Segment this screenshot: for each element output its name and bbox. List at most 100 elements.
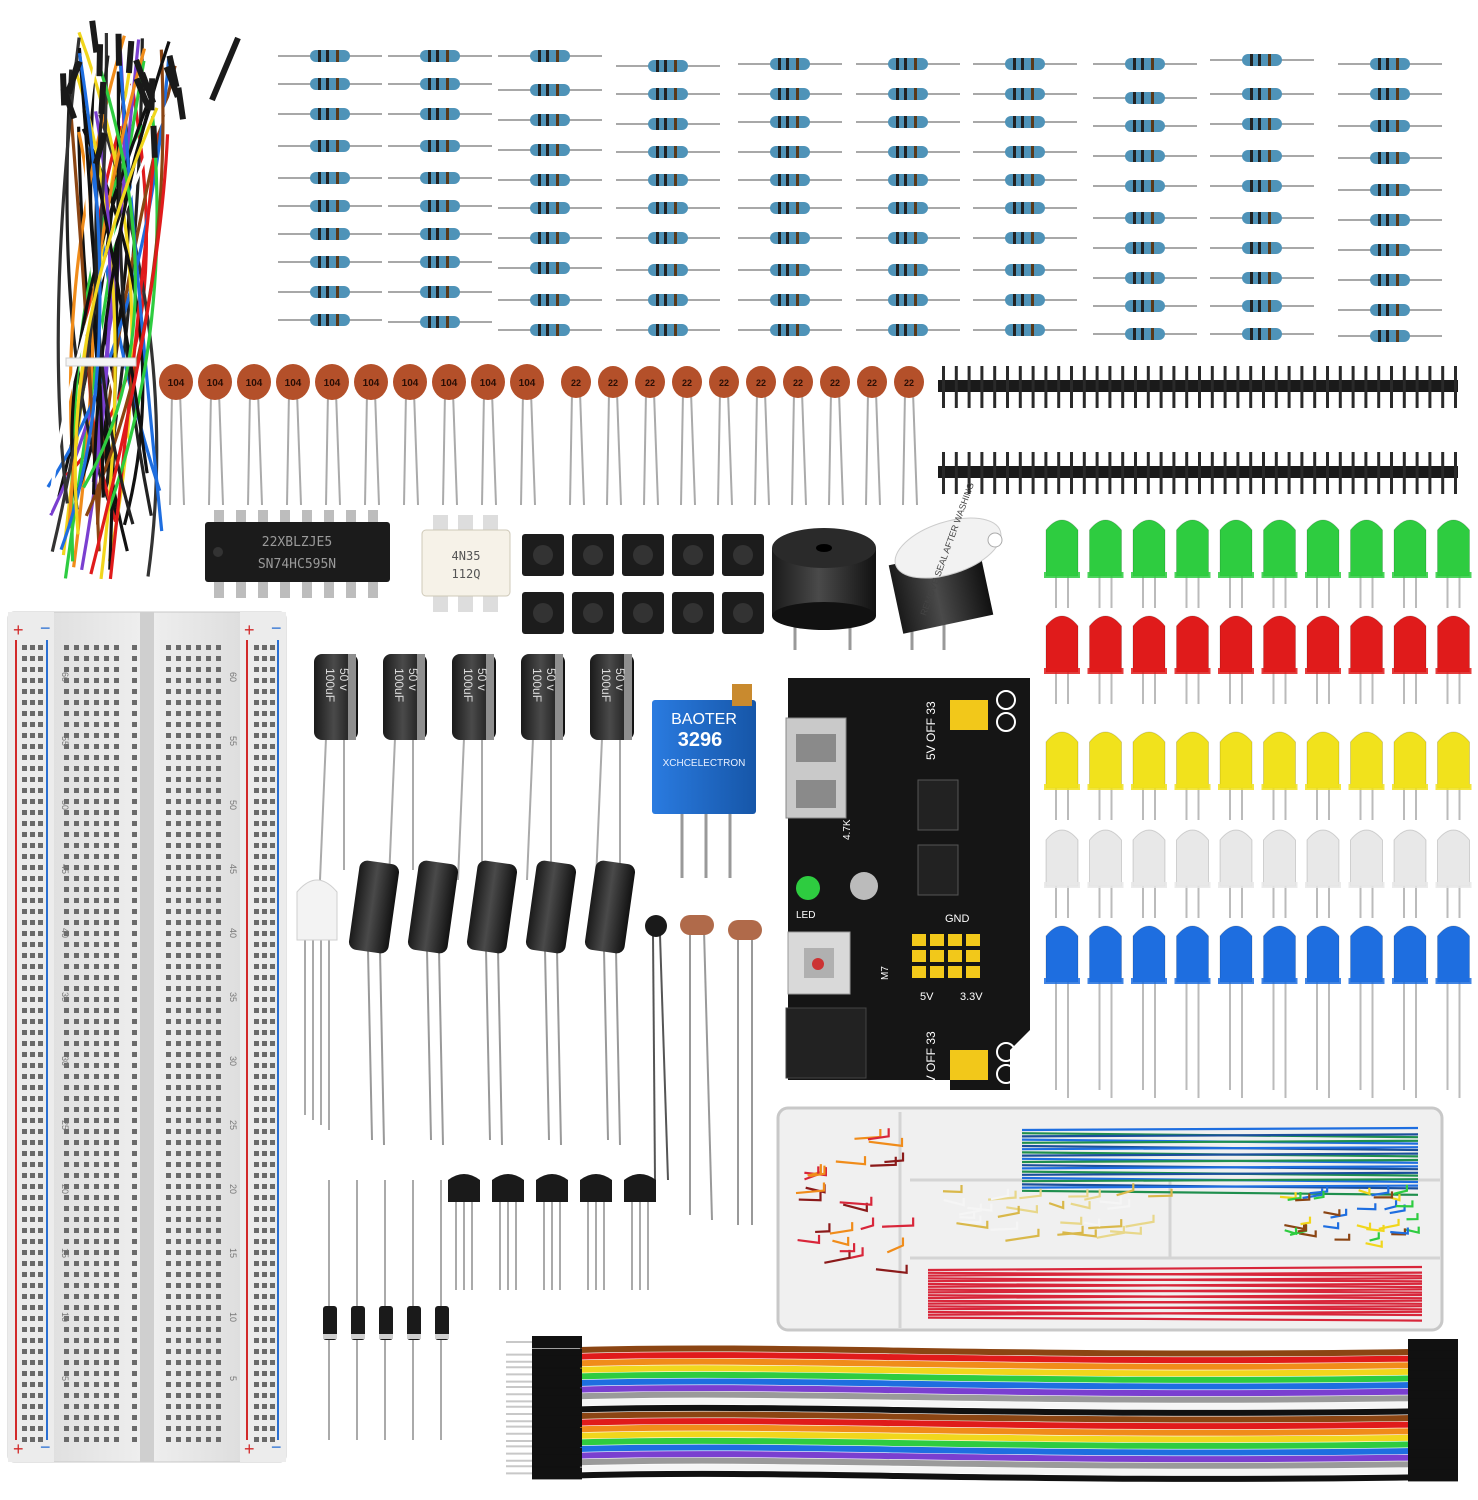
psu-resistor-label: 4.7K — [842, 819, 853, 840]
breadboard-hole — [262, 678, 267, 683]
breadboard-hole — [38, 1096, 43, 1101]
resistor-band — [1396, 58, 1399, 70]
breadboard-hole — [166, 1162, 171, 1167]
breadboard-hole — [216, 1404, 221, 1409]
resistor — [1005, 264, 1045, 276]
breadboard-hole — [30, 1074, 35, 1079]
breadboard-hole — [254, 997, 259, 1002]
breadboard-hole — [84, 788, 89, 793]
led-white — [1045, 829, 1079, 887]
breadboard-hole — [84, 656, 89, 661]
breadboard-hole — [74, 1195, 79, 1200]
breadboard-hole — [254, 975, 259, 980]
breadboard-hole — [22, 1382, 27, 1387]
resistor-band — [896, 58, 899, 70]
breadboard-hole — [196, 1327, 201, 1332]
resistor — [1370, 58, 1410, 70]
breadboard-hole — [30, 1349, 35, 1354]
breadboard-hole — [132, 1404, 137, 1409]
breadboard-hole — [206, 1074, 211, 1079]
breadboard-hole — [104, 700, 109, 705]
wire-short — [1356, 1203, 1377, 1211]
resistor-band — [1031, 174, 1034, 186]
breadboard-hole — [132, 1283, 137, 1288]
breadboard-hole — [262, 1338, 267, 1343]
breadboard-hole — [114, 1272, 119, 1277]
breadboard-hole — [176, 1305, 181, 1310]
breadboard-hole — [84, 1360, 89, 1365]
breadboard-hole — [74, 887, 79, 892]
dupont-connector — [532, 1355, 582, 1368]
breadboard-hole — [270, 832, 275, 837]
psu-33v-label: 3.3V — [960, 991, 983, 1003]
resistor-band — [428, 228, 431, 240]
resistor — [530, 262, 570, 274]
dupont-connector — [1408, 1398, 1458, 1411]
wire-short — [835, 1156, 867, 1166]
breadboard-hole — [254, 821, 259, 826]
resistor — [1242, 300, 1282, 312]
breadboard-hole — [104, 975, 109, 980]
breadboard-hole — [216, 909, 221, 914]
breadboard-hole — [262, 1063, 267, 1068]
breadboard-hole — [22, 832, 27, 837]
breadboard-hole — [64, 1096, 69, 1101]
breadboard-hole — [94, 1415, 99, 1420]
breadboard-hole — [270, 1261, 275, 1266]
resistor — [420, 172, 460, 184]
breadboard-hole — [30, 1305, 35, 1310]
elec-cap-lead — [457, 737, 465, 881]
breadboard-hole — [22, 1008, 27, 1013]
resistor-band — [778, 146, 781, 158]
breadboard-hole — [254, 788, 259, 793]
wire-blue-green — [1021, 1139, 1419, 1144]
breadboard-hole — [196, 953, 201, 958]
breadboard-hole — [270, 986, 275, 991]
breadboard-hole — [206, 1052, 211, 1057]
breadboard-hole — [84, 1283, 89, 1288]
breadboard-row-number: 25 — [60, 1120, 70, 1130]
breadboard-hole — [84, 931, 89, 936]
breadboard-hole — [176, 1019, 181, 1024]
breadboard-hole — [74, 1338, 79, 1343]
resistor — [770, 294, 810, 306]
led-rim — [1174, 784, 1211, 790]
breadboard-hole — [132, 1206, 137, 1211]
led-rim — [1218, 784, 1254, 790]
ceramic-cap-value: 22 — [571, 378, 581, 388]
breadboard-hole — [206, 1338, 211, 1343]
resistor-band — [1151, 300, 1154, 312]
breadboard-hole — [84, 1338, 89, 1343]
breadboard-hole — [104, 1360, 109, 1365]
resistor-band — [914, 264, 917, 276]
breadboard-hole — [74, 1228, 79, 1233]
breadboard-hole — [262, 700, 267, 705]
breadboard-hole — [84, 810, 89, 815]
resistor-band — [1268, 180, 1271, 192]
breadboard-hole — [254, 1162, 259, 1167]
breadboard-hole — [64, 964, 69, 969]
breadboard-hole — [132, 722, 137, 727]
ribbon-wire — [579, 1470, 1413, 1482]
wire-short — [1284, 1222, 1306, 1231]
ceramic-capacitor — [510, 364, 544, 400]
ic-pin — [236, 578, 246, 598]
breadboard-hole — [74, 1371, 79, 1376]
breadboard-hole — [104, 920, 109, 925]
resistor-band — [1378, 152, 1381, 164]
breadboard-row-number: 5 — [228, 1376, 238, 1381]
ribbon-wire — [579, 1371, 1413, 1383]
breadboard-hole — [30, 1151, 35, 1156]
resistor — [310, 50, 350, 62]
breadboard-hole — [22, 667, 27, 672]
header-pin — [1454, 366, 1457, 408]
breadboard-hole — [74, 755, 79, 760]
breadboard-hole — [30, 1360, 35, 1365]
trimmer-potentiometer-3296: BAOTER 3296 XCHCELECTRON — [652, 684, 756, 878]
ceramic-cap-lead — [218, 391, 224, 506]
breadboard-hole — [84, 645, 89, 650]
breadboard-hole — [216, 1228, 221, 1233]
breadboard-hole — [196, 1305, 201, 1310]
breadboard-hole — [254, 887, 259, 892]
breadboard-hole — [176, 1349, 181, 1354]
